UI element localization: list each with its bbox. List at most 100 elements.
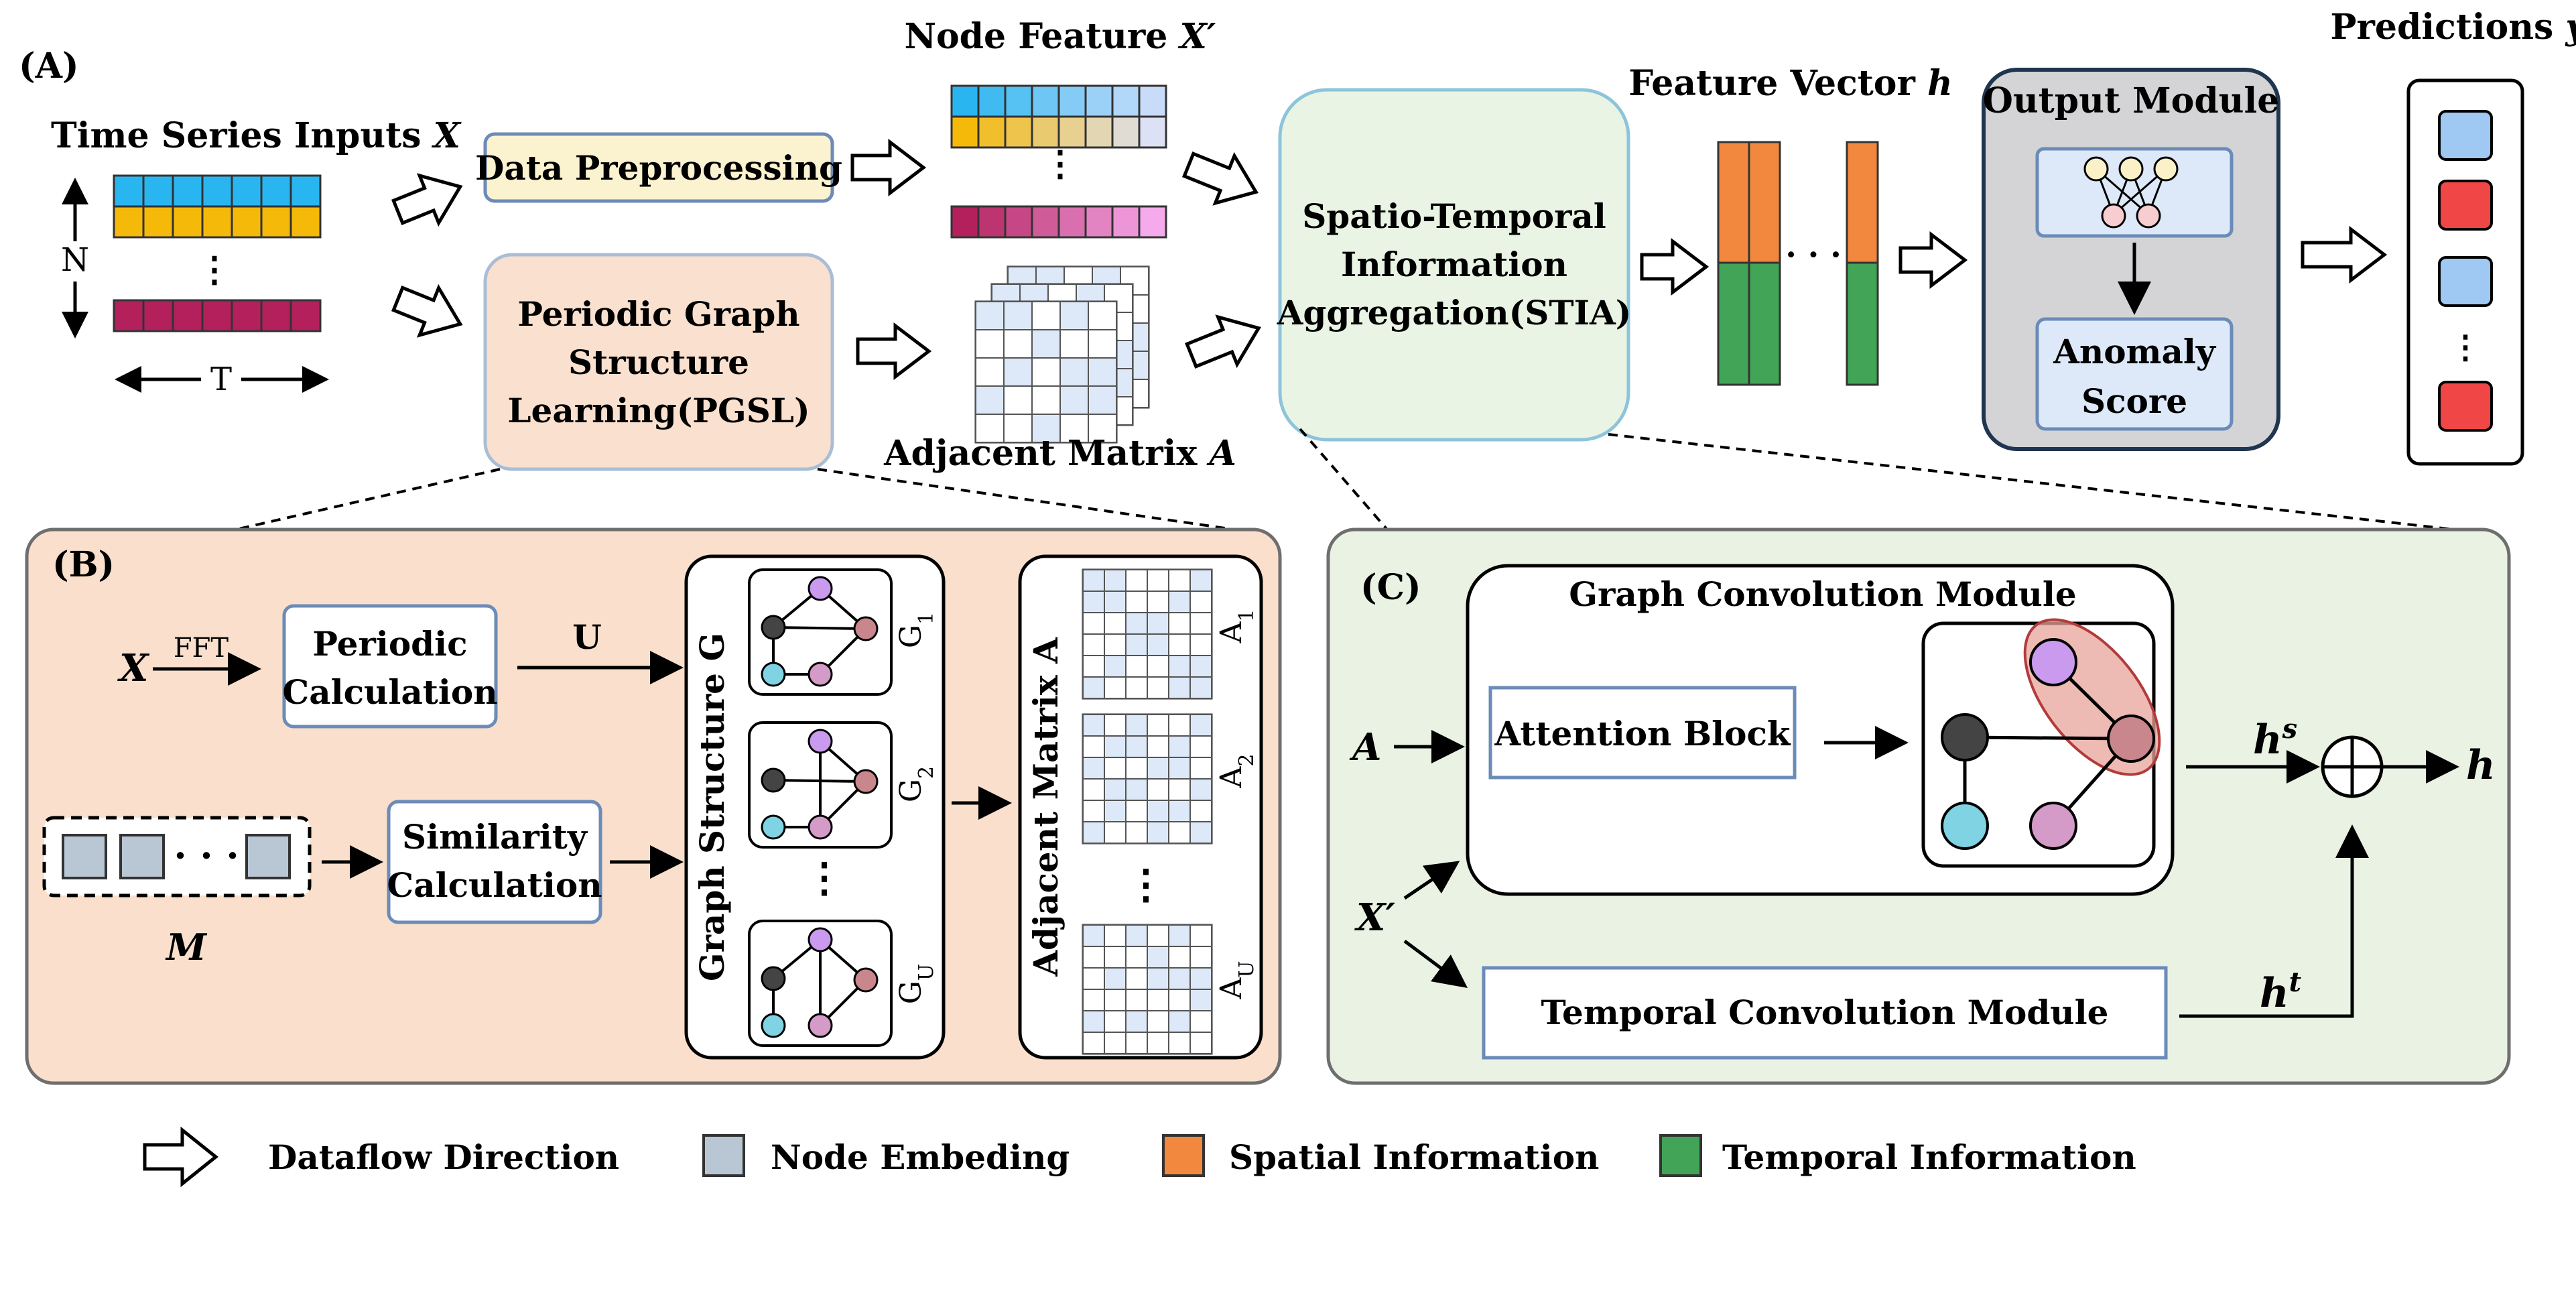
dataflow-arrow [1185,314,1261,369]
matrix-cell [1189,1032,1212,1054]
series-cell [260,205,292,239]
matrix-cell [1168,655,1191,678]
feature-cell [1004,205,1033,239]
feature-cell [1031,115,1060,149]
matrix-cell [1082,591,1105,613]
predictions-title: Predictions y [2330,7,2576,48]
matrix-cell [1147,735,1169,758]
t-axis-label: T [210,361,232,398]
au-label: AU [1214,960,1259,999]
time-series-grid [113,174,322,332]
matrix-cell [1082,1032,1105,1054]
matrix-cell [1147,989,1169,1011]
matrix-cell [1125,735,1148,758]
matrix-cell [1082,989,1105,1011]
matrix-cell [1104,778,1126,801]
pgsl-label-line1: Periodic Graph [517,294,799,334]
matrix-cell [1168,821,1191,844]
matrix-cell [1189,569,1212,592]
graph-node [2107,715,2155,763]
graph-edge [773,626,866,630]
graph-structure-g2 [748,721,893,849]
series-cell [113,205,145,239]
matrix-cell [1125,821,1148,844]
anomaly-score-box [2035,317,2234,431]
matrix-cell [1104,612,1126,635]
matrix-cell [1147,800,1169,822]
series-cell [260,299,292,332]
matrix-cell [975,329,1005,359]
matrix-cell [1168,989,1191,1011]
graph-node [808,662,833,687]
feature-cell [1084,84,1114,118]
ht-label: ht [2260,967,2302,1017]
matrix-cell [1082,924,1105,947]
matrix-cell [1003,329,1033,359]
matrix-cell [975,357,1005,387]
dataflow-arrow [1182,151,1259,206]
graph-node [761,662,786,687]
data-preprocessing-box [483,132,834,203]
matrix-cell [1031,329,1061,359]
series-cell [142,299,174,332]
feature-cell [1031,205,1060,239]
matrix-cell [1088,301,1117,330]
matrix-cell [1104,735,1126,758]
dataflow-arrow [1640,237,1710,296]
graph-edge [773,779,866,783]
matrix-cell [1147,655,1169,678]
matrix-cell [1125,800,1148,822]
matrix-cell [1082,800,1105,822]
matrix-cell [1147,967,1169,990]
prediction-anomaly [2438,381,2493,432]
series-cell [172,174,204,208]
matrix-cell [1059,414,1089,443]
series-cell [289,205,322,239]
anomaly-score-line1: Anomaly [2053,332,2217,371]
matrix-cell [1104,967,1126,990]
pgsl-box [483,253,834,471]
matrix-cell [1125,633,1148,656]
stia-box [1278,88,1630,442]
graph-node [808,927,833,952]
series-cell [172,299,204,332]
matrix-cell [1189,676,1212,699]
matrix-cell [1189,735,1212,758]
matrix-cell [1147,757,1169,780]
panel-a: (A) Time Series Inputs X ⋮ N T Data Prep… [19,7,2576,531]
prediction-normal [2438,110,2493,161]
matrix-cell [1168,714,1191,737]
feature-cell [977,84,1007,118]
graph-node [808,1013,833,1038]
feature-cell [1004,84,1033,118]
panel-b-label: (B) [52,544,115,585]
matrix-cell [1104,676,1126,699]
matrix-cell [1082,655,1105,678]
periodic-calculation-line2: Calculation [282,672,497,712]
graph-node [2029,638,2077,686]
zoom-line [235,468,501,531]
feature-vector-ellipsis: · · · [1785,236,1842,273]
matrix-cell [1189,967,1212,990]
matrix-cell [1189,633,1212,656]
graph-structure-g1 [748,568,893,696]
x-to-tc-arrow [1403,939,1468,988]
matrix-cell [1189,800,1212,822]
mlp-network-icon [2083,156,2179,229]
dataflow-arrow [391,284,463,338]
node-embedding [245,834,291,879]
matrix-cell [1104,569,1126,592]
series-cell [172,205,204,239]
fft-label: FFT [174,633,229,664]
matrix-cell [1059,385,1089,415]
matrix-cell [1147,1032,1169,1054]
matrix-cell [1189,714,1212,737]
matrix-cell [1147,1010,1169,1033]
node-feature-ellipsis: ⋮ [1043,143,1078,184]
matrix-cell [1082,676,1105,699]
time-series-ellipsis: ⋮ [197,249,232,290]
matrix-cell [1059,329,1089,359]
feature-bar-temporal [1846,261,1879,386]
matrix-cell [1147,924,1169,947]
matrix-cell [1125,778,1148,801]
